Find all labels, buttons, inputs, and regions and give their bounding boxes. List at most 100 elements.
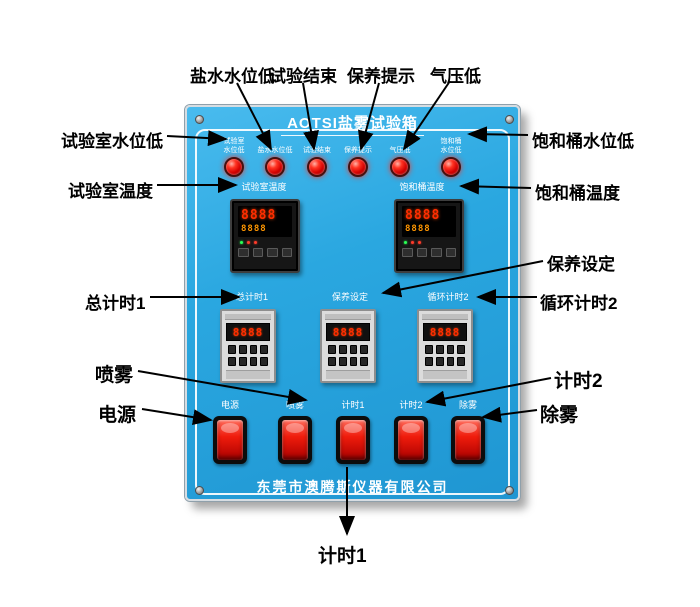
timer-base bbox=[226, 370, 270, 379]
timer-button[interactable] bbox=[328, 357, 336, 366]
timer-buttons bbox=[423, 345, 467, 366]
indicator-light bbox=[441, 157, 461, 177]
timer-button[interactable] bbox=[228, 357, 236, 366]
controller-button[interactable] bbox=[445, 248, 456, 257]
spray-switch[interactable] bbox=[278, 416, 312, 464]
timer-base bbox=[423, 370, 467, 379]
indicator-chamber-water-low: 试验室 水位低 bbox=[211, 133, 257, 177]
led bbox=[247, 241, 250, 244]
rocker[interactable] bbox=[282, 420, 308, 460]
controller-button[interactable] bbox=[431, 248, 442, 257]
timer-button[interactable] bbox=[228, 345, 236, 354]
timer-top-strip bbox=[422, 314, 468, 320]
timer-button[interactable] bbox=[457, 345, 465, 354]
timer-button[interactable] bbox=[425, 345, 433, 354]
indicator-label: 饱和桶 水位低 bbox=[440, 138, 462, 154]
controller-button[interactable] bbox=[238, 248, 249, 257]
timer-button[interactable] bbox=[446, 345, 455, 354]
timer-readout: 8888 bbox=[332, 325, 364, 339]
defog-switch-label: 除雾 bbox=[458, 400, 477, 410]
callout-test-end: 试验结束 bbox=[269, 67, 337, 86]
chamber-temp-label: 试验室温度 bbox=[241, 182, 287, 192]
timer-button[interactable] bbox=[328, 345, 336, 354]
timer-display: 8888 bbox=[423, 323, 467, 341]
timer-buttons bbox=[226, 345, 270, 366]
indicator-maintenance-alert: 保养提示 bbox=[335, 133, 381, 177]
timer-button[interactable] bbox=[260, 357, 268, 366]
screw-bottom-right bbox=[505, 486, 514, 495]
controller-button[interactable] bbox=[416, 248, 427, 257]
timer1-switch-label: 计时1 bbox=[341, 400, 365, 410]
timer-readout: 8888 bbox=[232, 325, 264, 339]
timer-button[interactable] bbox=[360, 357, 368, 366]
timer-button[interactable] bbox=[446, 357, 455, 366]
timer-button[interactable] bbox=[249, 357, 258, 366]
rocker-highlight bbox=[286, 423, 304, 433]
timer2-switch[interactable] bbox=[394, 416, 428, 464]
screw-top-right bbox=[505, 115, 514, 124]
timer-button[interactable] bbox=[238, 345, 247, 354]
led bbox=[254, 241, 257, 244]
pv-readout: 8888 bbox=[405, 208, 441, 223]
callout-saturator-temp: 饱和桶温度 bbox=[535, 184, 620, 203]
defog-switch[interactable] bbox=[451, 416, 485, 464]
callout-power: 电源 bbox=[98, 405, 137, 426]
rocker-highlight bbox=[344, 423, 362, 433]
timer-button[interactable] bbox=[425, 357, 433, 366]
timer-button[interactable] bbox=[260, 345, 268, 354]
timer-button[interactable] bbox=[435, 345, 444, 354]
controller-buttons bbox=[238, 248, 292, 257]
screw-bottom-left bbox=[195, 486, 204, 495]
led bbox=[404, 241, 407, 244]
saturator-temp-controller: 8888 8888 bbox=[394, 199, 464, 273]
maintenance-setting-timer-unit: 8888 bbox=[320, 309, 376, 383]
rocker[interactable] bbox=[455, 420, 481, 460]
timer-button[interactable] bbox=[435, 357, 444, 366]
rocker[interactable] bbox=[340, 420, 366, 460]
callout-maintenance-alert: 保养提示 bbox=[347, 67, 415, 86]
cycle-timer2-unit: 8888 bbox=[417, 309, 473, 383]
rocker[interactable] bbox=[217, 420, 243, 460]
timer-button[interactable] bbox=[360, 345, 368, 354]
callout-air-pressure-low: 气压低 bbox=[430, 67, 481, 86]
led bbox=[411, 241, 414, 244]
led bbox=[240, 241, 243, 244]
callout-saturator-water-low: 饱和桶水位低 bbox=[532, 132, 634, 151]
callout-chamber-temp: 试验室温度 bbox=[68, 182, 153, 201]
timer-button[interactable] bbox=[238, 357, 247, 366]
timer-button[interactable] bbox=[338, 345, 347, 354]
controller-button[interactable] bbox=[267, 248, 278, 257]
callout-spray: 喷雾 bbox=[95, 365, 134, 386]
rocker[interactable] bbox=[398, 420, 424, 460]
power-switch[interactable] bbox=[213, 416, 247, 464]
timer-button[interactable] bbox=[338, 357, 347, 366]
temp-display: 8888 8888 bbox=[238, 206, 292, 237]
controller-button[interactable] bbox=[281, 248, 292, 257]
controller-button[interactable] bbox=[402, 248, 413, 257]
company-name: 东莞市澳腾斯仪器有限公司 bbox=[256, 479, 449, 495]
timer-button[interactable] bbox=[249, 345, 258, 354]
timer-button[interactable] bbox=[457, 357, 465, 366]
callout-timer2: 计时2 bbox=[554, 371, 603, 392]
timer-button[interactable] bbox=[349, 345, 358, 354]
callout-maintenance-setting: 保养设定 bbox=[547, 255, 615, 274]
timer-button[interactable] bbox=[349, 357, 358, 366]
controller-button[interactable] bbox=[252, 248, 263, 257]
timer-display: 8888 bbox=[226, 323, 270, 341]
indicator-label: 保养提示 bbox=[344, 146, 372, 154]
led bbox=[418, 241, 421, 244]
status-leds bbox=[404, 241, 454, 244]
callout-timer1: 计时1 bbox=[318, 546, 367, 567]
indicator-label: 盐水水位低 bbox=[257, 146, 293, 154]
timer-top-strip bbox=[325, 314, 371, 320]
timer1-switch[interactable] bbox=[336, 416, 370, 464]
timer-base bbox=[326, 370, 370, 379]
controller-buttons bbox=[402, 248, 456, 257]
sv-readout: 8888 bbox=[241, 224, 267, 234]
indicator-light bbox=[390, 157, 410, 177]
screw-top-left bbox=[195, 115, 204, 124]
indicator-light bbox=[348, 157, 368, 177]
maintenance-setting-label: 保养设定 bbox=[331, 292, 368, 302]
cycle-timer2-label: 循环计时2 bbox=[427, 292, 469, 302]
